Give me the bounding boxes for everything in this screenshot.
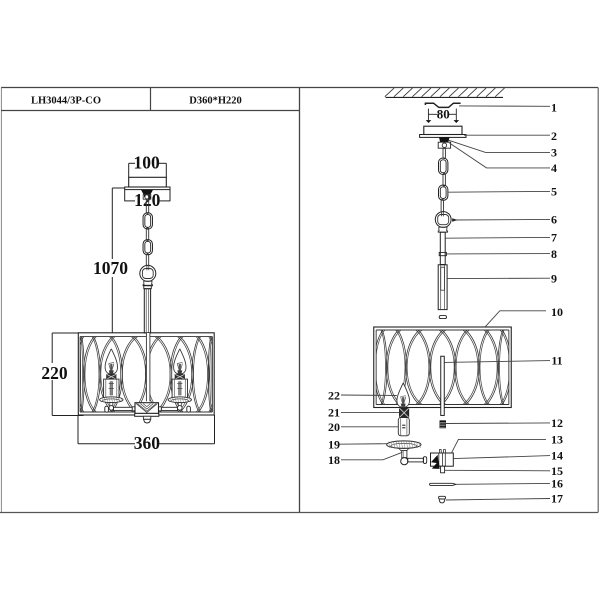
svg-text:D360*H220: D360*H220 [189, 96, 242, 107]
svg-text:LH3044/3P-CO: LH3044/3P-CO [31, 96, 101, 107]
svg-text:1: 1 [551, 100, 557, 114]
svg-text:16: 16 [551, 477, 563, 491]
svg-text:12: 12 [551, 416, 563, 430]
svg-text:360: 360 [134, 433, 161, 453]
svg-text:100: 100 [133, 153, 160, 173]
svg-text:21: 21 [328, 406, 340, 420]
svg-text:8: 8 [551, 247, 557, 261]
svg-text:80: 80 [437, 107, 450, 122]
svg-text:2: 2 [551, 129, 557, 143]
svg-text:5: 5 [551, 185, 557, 199]
svg-text:20: 20 [328, 420, 340, 434]
svg-text:6: 6 [551, 213, 557, 227]
svg-text:11: 11 [551, 354, 562, 368]
svg-text:19: 19 [328, 438, 340, 452]
svg-text:13: 13 [551, 433, 563, 447]
svg-text:14: 14 [551, 449, 563, 463]
svg-text:15: 15 [551, 464, 563, 478]
svg-text:22: 22 [328, 388, 340, 402]
svg-text:10: 10 [551, 305, 563, 319]
svg-text:17: 17 [551, 491, 563, 505]
svg-text:1070: 1070 [93, 258, 128, 278]
svg-text:4: 4 [551, 161, 557, 175]
svg-text:220: 220 [41, 363, 68, 383]
svg-text:18: 18 [328, 453, 340, 467]
svg-text:9: 9 [551, 272, 557, 286]
svg-text:7: 7 [551, 231, 557, 245]
svg-text:3: 3 [551, 146, 557, 160]
svg-text:120: 120 [134, 190, 161, 210]
